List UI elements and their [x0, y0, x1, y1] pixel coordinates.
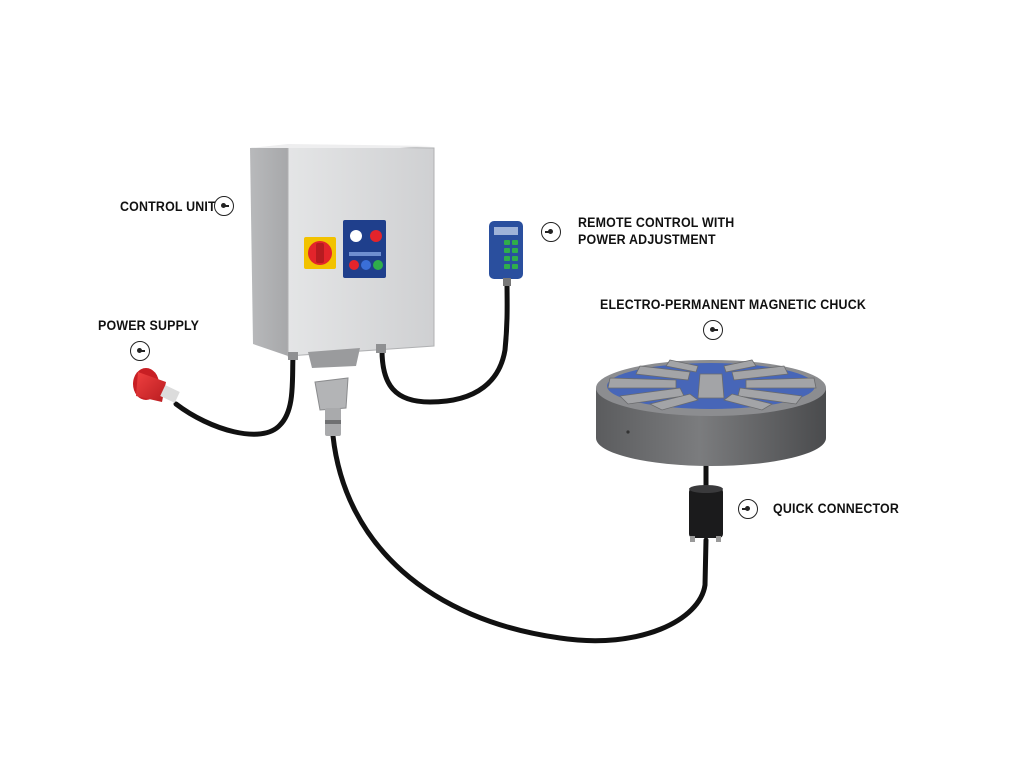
remote-buttons: [504, 240, 518, 269]
cables: [173, 279, 709, 644]
connector-band: [325, 420, 341, 424]
panel-red-button-top[interactable]: [370, 230, 382, 242]
chuck-poles: [607, 359, 817, 411]
label-power-supply: POWER SUPPLY: [98, 318, 200, 333]
hotspot-icon[interactable]: [541, 222, 561, 242]
label-remote-control: REMOTE CONTROL WITH POWER ADJUSTMENT: [578, 215, 735, 247]
hotspot-icon[interactable]: [738, 499, 758, 519]
connector-top: [689, 485, 723, 493]
panel-green-button[interactable]: [373, 260, 383, 270]
remote-cable: [379, 279, 510, 405]
remote-control[interactable]: [489, 221, 523, 286]
cable-gland-right: [376, 344, 386, 353]
plug-body: [136, 372, 166, 402]
connector-hood: [314, 377, 349, 411]
connector-clip-left: [690, 536, 695, 542]
cable-gland-left: [288, 352, 298, 360]
label-control-unit: CONTROL UNIT: [120, 199, 216, 214]
chuck-cable: [330, 433, 709, 644]
panel-indicator: [349, 252, 381, 256]
emergency-handle: [316, 243, 324, 263]
remote-strain-relief: [503, 278, 511, 286]
panel-blue-button[interactable]: [361, 260, 371, 270]
connector-clip: [716, 536, 721, 542]
plug-grip: [160, 385, 180, 403]
power-cable: [173, 352, 296, 437]
remote-display: [494, 227, 518, 235]
hotspot-icon[interactable]: [130, 341, 150, 361]
quick-connector[interactable]: [689, 485, 723, 542]
hotspot-icon[interactable]: [703, 320, 723, 340]
panel-white-button[interactable]: [350, 230, 362, 242]
cabinet-gland: [308, 348, 360, 368]
control-unit[interactable]: [250, 144, 435, 368]
label-quick-connector: QUICK CONNECTOR: [773, 501, 900, 516]
hotspot-icon[interactable]: [214, 196, 234, 216]
label-magnetic-chuck: ELECTRO-PERMANENT MAGNETIC CHUCK: [600, 297, 867, 312]
cabinet-connector[interactable]: [314, 377, 349, 436]
power-plug[interactable]: [133, 368, 180, 403]
cabinet-side: [250, 146, 288, 356]
cabinet-top: [250, 144, 434, 148]
connector-body: [689, 488, 723, 538]
magnetic-chuck[interactable]: [596, 359, 826, 466]
panel-red-button[interactable]: [349, 260, 359, 270]
chuck-hole: [626, 430, 630, 434]
